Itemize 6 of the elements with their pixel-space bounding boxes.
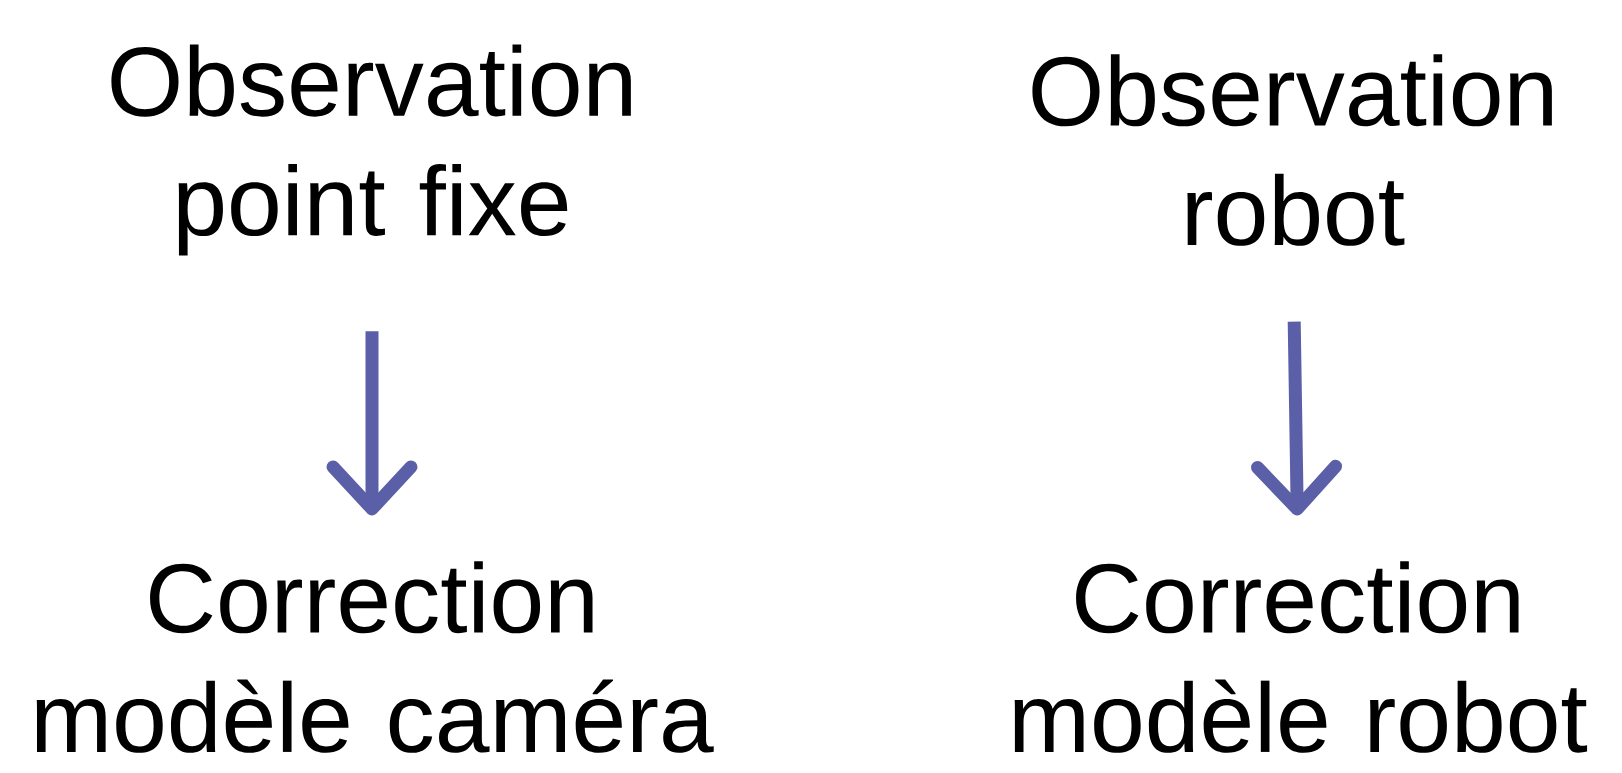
- arrow: [1251, 321, 1342, 516]
- label-text: Observation point fixe: [111, 44, 631, 256]
- arrow: [326, 331, 418, 516]
- label-text: Correction modèle robot: [1014, 561, 1588, 753]
- label-text: Correction modèle caméra: [36, 561, 714, 753]
- label-text: Observation robot: [1032, 54, 1552, 246]
